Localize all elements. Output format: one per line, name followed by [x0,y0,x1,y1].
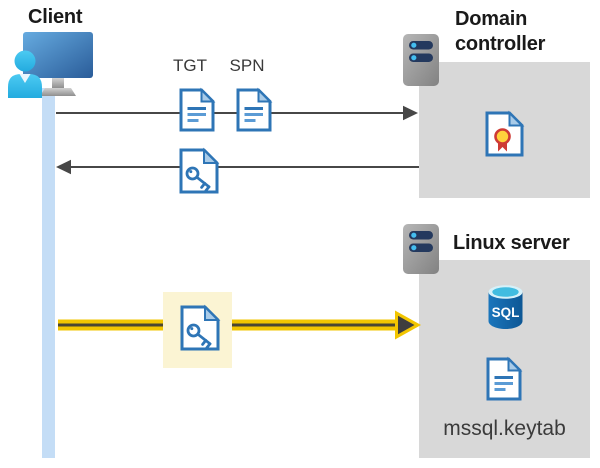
tgt-label: TGT [173,56,207,75]
person-icon [8,50,42,98]
client-label: Client [28,6,83,28]
request-arrow [56,105,418,121]
monitor-icon [23,32,93,96]
linux-server-icon [403,224,439,274]
tgt-document-icon [179,87,216,132]
spn-document-icon [236,87,273,132]
sql-database-icon: SQL [488,285,523,329]
client-computer-icon [8,32,93,98]
ticket-key-document-icon [179,147,220,194]
domain-controller-server-icon [403,34,439,86]
domain-controller-label: Domain controller [455,8,546,55]
service-ticket-arrow [58,310,421,340]
certificate-icon [485,110,525,157]
response-arrow [56,159,419,175]
keytab-filename-label: mssql.keytab [443,417,566,440]
linux-server-label: Linux server [453,232,570,254]
sql-label: SQL [492,305,520,320]
spn-label: SPN [229,56,265,75]
keytab-document-icon [486,356,523,401]
client-lifeline [42,88,55,458]
service-key-document-icon [180,304,221,351]
